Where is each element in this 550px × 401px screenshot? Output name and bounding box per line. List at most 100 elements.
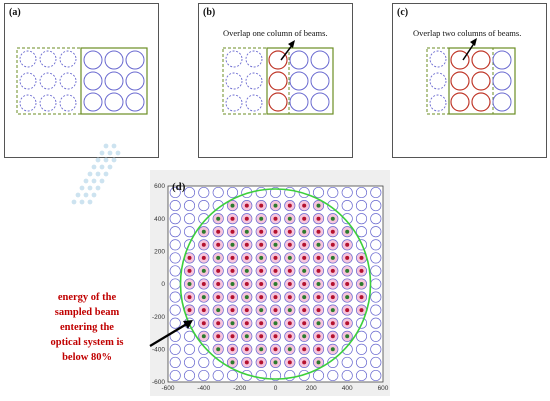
beam-circle <box>327 186 339 199</box>
beam-center-dot <box>359 268 364 273</box>
beam-center-dot <box>273 334 278 339</box>
panel-c-label: (c) <box>397 7 409 18</box>
beam-center-dot <box>287 334 292 339</box>
beam-center-dot <box>302 360 307 365</box>
beam-circle <box>169 213 181 225</box>
beam-center-dot <box>330 268 335 273</box>
beam-circle <box>169 369 181 382</box>
beam-center-dot <box>230 242 235 247</box>
beam-center-dot <box>302 321 307 326</box>
beam-center-dot <box>216 255 221 260</box>
y-tick-label: 600 <box>154 183 165 190</box>
beam-circle <box>341 213 353 225</box>
beam-center-dot <box>273 360 278 365</box>
beam-center-dot <box>316 295 321 300</box>
beam-circle <box>169 200 181 212</box>
beam-center-dot <box>259 347 264 352</box>
beam-center-dot <box>302 268 307 273</box>
beam-center-dot <box>230 308 235 313</box>
beam-center-dot <box>273 268 278 273</box>
panel-b: (b) Overlap one column of beams. <box>198 3 353 158</box>
beam-center-dot <box>201 229 206 234</box>
callout-line: entering the <box>60 322 114 333</box>
beam-center-dot <box>359 295 364 300</box>
beam-center-dot <box>216 295 221 300</box>
solid-beam-circles <box>83 50 145 112</box>
beam-circle <box>370 252 382 264</box>
beam-center-dot <box>302 216 307 221</box>
beam-center-dot <box>244 295 249 300</box>
beam-center-dot <box>330 295 335 300</box>
beam-circle <box>341 200 353 212</box>
beam-center-dot <box>316 334 321 339</box>
x-tick-label: -600 <box>161 385 174 392</box>
beam-circle <box>212 356 224 368</box>
beam-center-dot <box>330 347 335 352</box>
beam-center-dot <box>216 229 221 234</box>
beam-circle <box>370 213 382 225</box>
beam-circle <box>183 343 196 355</box>
beam-circle <box>198 343 210 355</box>
beam-circle <box>370 186 382 199</box>
beam-circle <box>341 343 353 355</box>
beam-center-dot <box>330 282 335 286</box>
beam-center-dot <box>230 360 235 365</box>
beam-center-dot <box>287 347 292 352</box>
beam-circle <box>355 239 368 251</box>
y-tick-label: -400 <box>152 347 165 354</box>
beam-circle <box>183 239 196 251</box>
beam-circle <box>169 356 181 368</box>
solid-beam-frame <box>448 47 516 115</box>
beam-circle <box>370 369 382 382</box>
beam-circle <box>269 369 282 382</box>
beam-circle <box>169 265 181 277</box>
beam-center-dot <box>345 295 350 300</box>
beam-circle <box>355 200 368 212</box>
beam-center-dot <box>287 360 292 365</box>
beam-center-dot <box>302 347 307 352</box>
beam-circle <box>312 369 325 382</box>
beam-circle <box>370 356 382 368</box>
beam-center-dot <box>287 308 292 313</box>
beam-center-dot <box>359 282 364 286</box>
beam-circle <box>370 291 382 303</box>
beam-center-dot <box>244 203 249 208</box>
beam-center-dot <box>216 321 221 326</box>
beam-center-dot <box>359 308 364 313</box>
beam-circle <box>169 226 181 238</box>
beam-circle <box>183 369 196 382</box>
beam-center-dot <box>244 229 249 234</box>
beam-center-dot <box>273 308 278 313</box>
beam-center-dot <box>216 268 221 273</box>
beam-center-dot <box>216 347 221 352</box>
beam-circle <box>327 369 339 382</box>
beam-center-dot <box>244 282 249 286</box>
beam-center-dot <box>259 295 264 300</box>
beam-center-dot <box>302 334 307 339</box>
callout-arrow <box>149 321 191 347</box>
beam-circle <box>355 369 368 382</box>
beam-center-dot <box>316 229 321 234</box>
beam-center-dot <box>316 347 321 352</box>
beam-center-dot <box>230 282 235 286</box>
beam-center-dot <box>330 216 335 221</box>
callout-line: below 80% <box>62 352 112 363</box>
beam-center-dot <box>316 308 321 313</box>
x-tick-label: -200 <box>233 385 246 392</box>
beam-center-dot <box>187 295 192 300</box>
y-tick-label: 200 <box>154 249 165 256</box>
beam-center-dot <box>201 295 206 300</box>
beam-circle <box>341 186 353 199</box>
beam-center-dot <box>187 282 192 286</box>
beam-center-dot <box>201 321 206 326</box>
beam-center-dot <box>345 229 350 234</box>
beam-center-dot <box>201 268 206 273</box>
callout-arrow-head <box>183 320 193 329</box>
beam-center-dot <box>230 268 235 273</box>
beam-center-dot <box>230 203 235 208</box>
beam-circle <box>327 356 339 368</box>
beam-center-dot <box>287 282 292 286</box>
beam-center-dot <box>316 360 321 365</box>
beam-center-dot <box>259 242 264 247</box>
